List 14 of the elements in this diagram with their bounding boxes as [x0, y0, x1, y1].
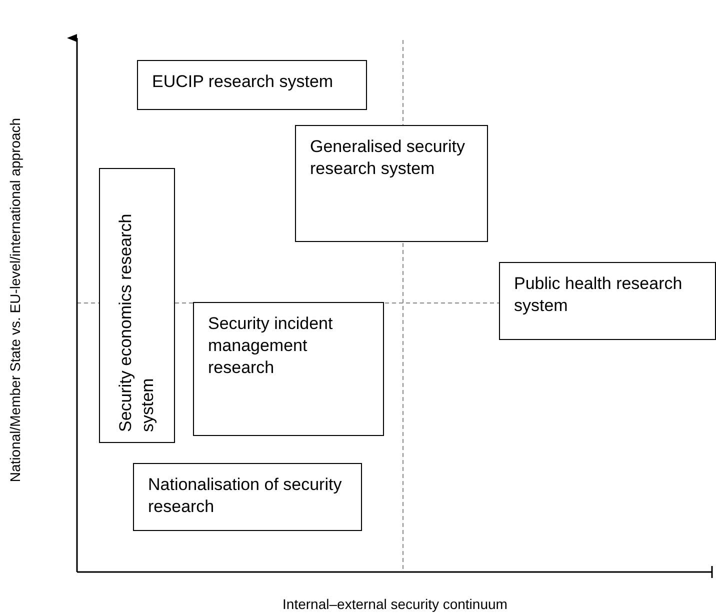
- text-box: [295, 125, 488, 242]
- text-box: [193, 302, 384, 436]
- text-box: [99, 168, 175, 443]
- axis-title: Internal–external security continuum: [282, 596, 508, 612]
- box-label: Security economics research system: [115, 212, 158, 432]
- text-box: [499, 262, 716, 340]
- box-label: Nationalisation of security research: [148, 475, 342, 516]
- box-label: Security incident management research: [208, 314, 333, 377]
- box-label: EUCIP research system: [152, 72, 334, 91]
- box-label: Generalised security research system: [310, 137, 465, 178]
- text-box: [137, 60, 367, 110]
- text-box: [133, 463, 362, 531]
- box-label: Public health research system: [514, 274, 682, 315]
- axis-title: National/Member State vs. EU-level/international approach: [7, 118, 23, 482]
